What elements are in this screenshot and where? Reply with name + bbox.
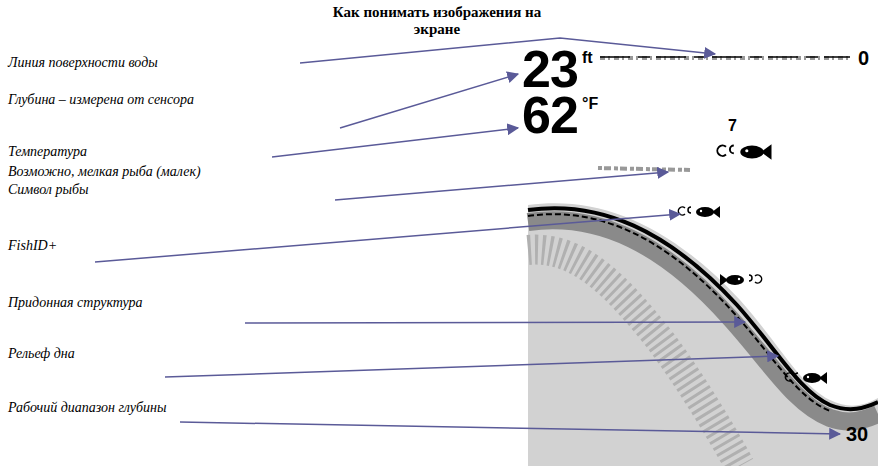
callout-label: Символ рыбы xyxy=(8,182,88,198)
callout-label: Рабочий диапазон глубины xyxy=(8,400,166,416)
fish-symbol xyxy=(717,144,771,160)
depth-unit: ft xyxy=(582,50,593,66)
diagram-title: Как понимать изображения на экране xyxy=(312,4,562,38)
surface-line-dark xyxy=(600,56,850,58)
bottom-contour xyxy=(528,208,878,409)
fish-symbol xyxy=(720,274,762,286)
callout-label: Температура xyxy=(8,144,87,160)
leader-line xyxy=(95,214,680,262)
fish-symbol xyxy=(678,206,720,218)
fish-depth: 7 xyxy=(728,118,737,134)
depth-scale-bottom: 30 xyxy=(846,424,868,444)
callout-label: FishID+ xyxy=(8,238,57,254)
surface-line xyxy=(600,56,850,60)
leader-line xyxy=(272,128,518,157)
leader-line xyxy=(245,322,745,323)
leader-line xyxy=(340,74,518,128)
fry-clutter xyxy=(598,168,690,170)
temperature-unit: °F xyxy=(582,96,598,112)
leader-line xyxy=(180,422,840,434)
fish-symbol xyxy=(785,372,827,384)
callout-label: Рельеф дна xyxy=(8,346,75,362)
depth-readout: 23 xyxy=(522,46,578,92)
depth-scale-top: 0 xyxy=(858,48,869,68)
bottom-ground xyxy=(528,203,878,466)
callout-label: Придонная структура xyxy=(8,295,143,311)
callout-label: Линия поверхности воды xyxy=(8,55,158,71)
leader-line xyxy=(300,38,715,63)
callout-label: Возможно, мелкая рыба (малек) xyxy=(8,164,201,180)
temperature-readout: 62 xyxy=(522,92,578,138)
callout-label: Глубина – измерена от сенсора xyxy=(8,92,194,108)
leader-line xyxy=(335,172,668,200)
leader-line xyxy=(165,356,778,377)
